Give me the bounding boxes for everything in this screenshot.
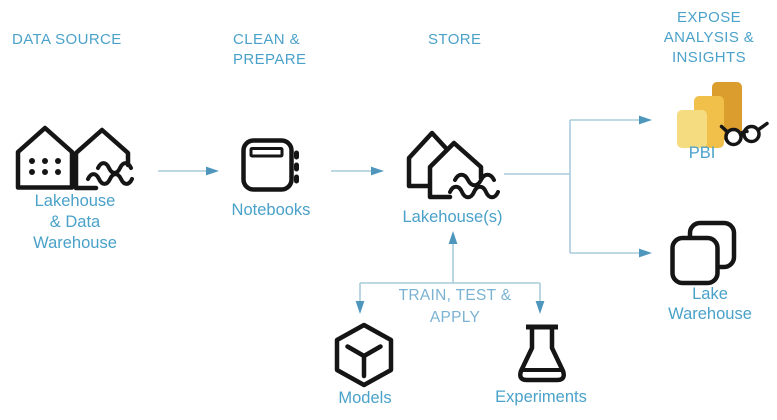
- node-label-experiments: Experiments: [495, 388, 587, 406]
- notebook-icon: [241, 138, 299, 192]
- glasses-icon: [719, 121, 769, 147]
- header-expose-analysis-insights: EXPOSE ANALYSIS & INSIGHTS: [663, 9, 755, 66]
- node-label-pbi: PBI: [688, 144, 716, 162]
- arrowhead-notebooks-to-lakehouses: [371, 166, 384, 176]
- node-label-models: Models: [338, 389, 392, 407]
- node-label-lakehouses: Lakehouse(s): [402, 208, 503, 226]
- flask-icon: [518, 324, 566, 383]
- node-label-lake-warehouse: Lake Warehouse: [668, 285, 752, 323]
- arrowhead-train-to-models: [355, 301, 365, 314]
- arrowhead-branch-to-pbi: [639, 115, 652, 125]
- header-data-source: DATA SOURCE: [12, 31, 122, 48]
- arrowhead-branch-to-lake-warehouse: [639, 248, 652, 258]
- warehouse-and-lakehouse-houses-icon: [15, 125, 134, 191]
- cube-icon: [334, 322, 394, 388]
- arrowhead-train-to-lakehouses: [448, 231, 458, 244]
- power-bi-bars-with-glasses-icon: [677, 82, 769, 148]
- stacked-squares-icon: [670, 220, 737, 286]
- node-label-lakehouse-data-warehouse: Lakehouse & Data Warehouse: [33, 192, 117, 252]
- arrowhead-source-to-notebooks: [206, 166, 219, 176]
- stacked-lakehouses-icon: [406, 130, 500, 200]
- header-clean-prepare: CLEAN & PREPARE: [233, 31, 307, 68]
- node-label-notebooks: Notebooks: [231, 201, 311, 219]
- arrowhead-train-to-experiments: [535, 301, 545, 314]
- annotation-train-test-apply: TRAIN, TEST & APPLY: [398, 287, 512, 326]
- header-store: STORE: [428, 31, 482, 48]
